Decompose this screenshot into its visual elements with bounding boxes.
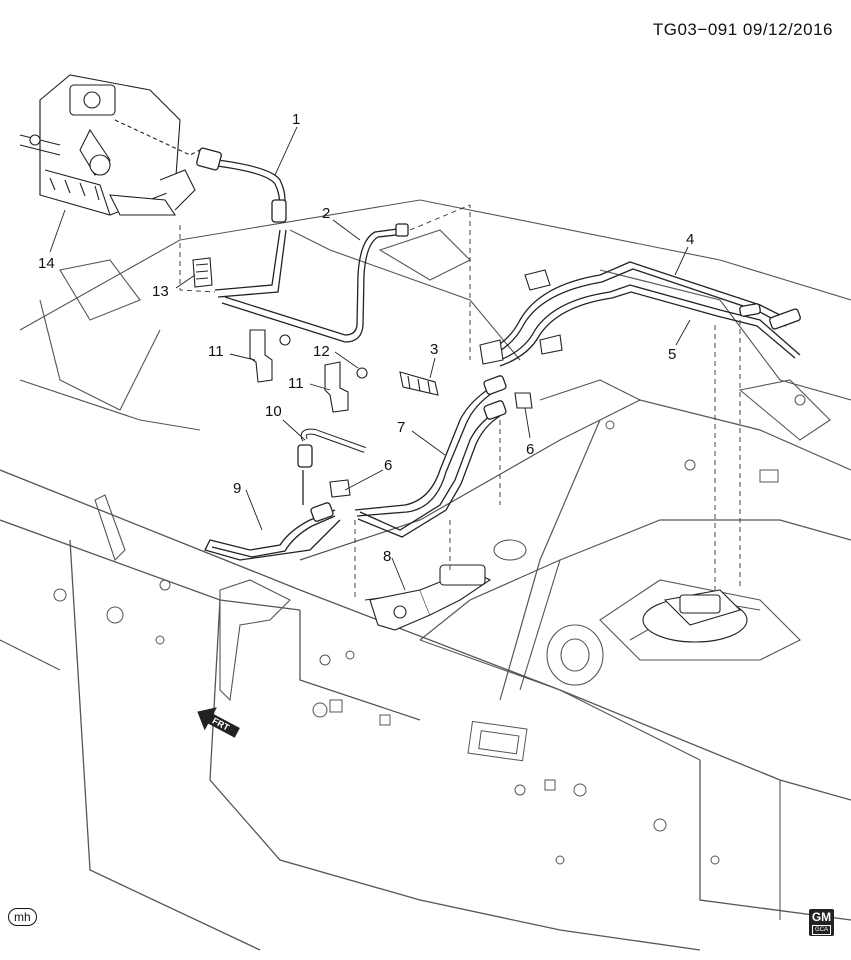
callout-4: 4 [686,231,694,248]
fuel-module-assembly [19,74,201,216]
callout-11-left: 11 [208,343,224,360]
fuel-lines [196,147,801,561]
callout-12: 12 [313,343,330,360]
frame-holes [53,394,806,865]
callout-6-upper: 6 [526,441,534,458]
chassis-frame [0,199,851,951]
callout-leaders [49,126,691,591]
callout-5: 5 [668,346,676,363]
front-direction-arrow-icon: FRT [197,707,240,738]
callout-2: 2 [322,205,330,222]
callout-7: 7 [397,419,405,436]
callout-9: 9 [233,480,241,497]
callout-8: 8 [383,548,391,565]
callout-10: 10 [265,403,282,420]
callout-13: 13 [152,283,169,300]
callout-1: 1 [292,111,300,128]
diagram-id: TG03−091 09/12/2016 [652,20,833,39]
callout-6-lower: 6 [384,457,392,474]
fuel-sender-assembly [364,564,492,631]
gm-logo-icon: GM GCA [809,909,834,936]
clips-and-brackets [192,257,563,498]
gm-logo-sub: GCA [812,925,831,935]
assembly-leaders [179,204,741,600]
gm-logo-brand: GM [811,910,832,924]
callout-3: 3 [430,341,438,358]
illustrator-mark: mh [8,908,37,926]
callout-14: 14 [38,255,55,272]
tank-sender-assembly [642,589,748,643]
callout-11-right: 11 [288,375,304,392]
